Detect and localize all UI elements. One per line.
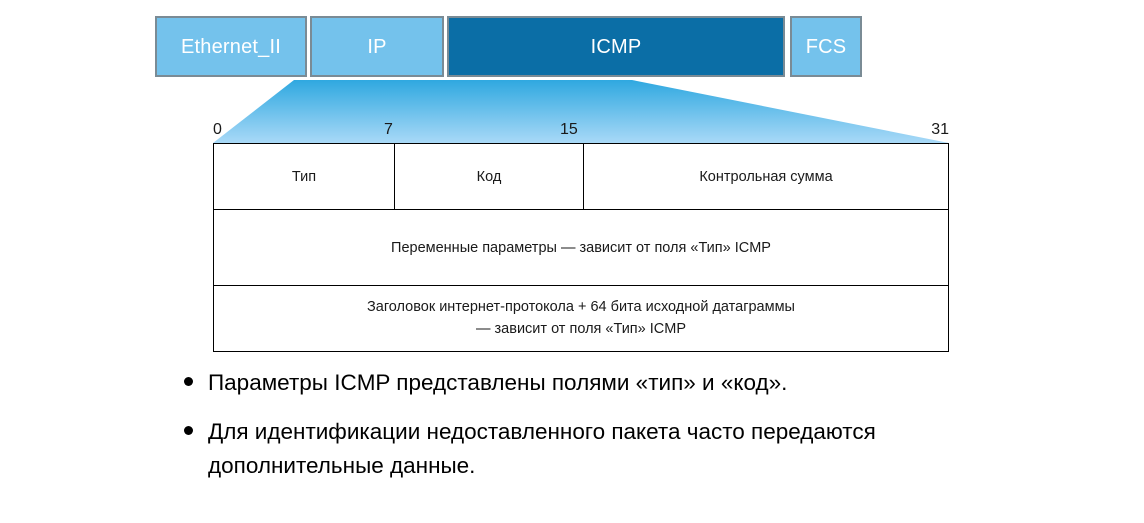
frame-cell-label: IP: [367, 35, 387, 58]
icmp-expansion-funnel: [213, 80, 949, 143]
bit-label-0: 0: [213, 121, 222, 138]
table-row: Переменные параметры — зависит от поля «…: [213, 209, 949, 286]
bit-label-31: 31: [931, 121, 949, 138]
table-row: Тип Код Контрольная сумма: [213, 143, 949, 210]
bit-label-7: 7: [384, 121, 393, 138]
header-field-checksum: Контрольная сумма: [583, 143, 949, 210]
protocol-frame-strip: Ethernet_II IP ICMP FCS: [153, 16, 865, 81]
bit-label-15: 15: [560, 121, 578, 138]
header-field-code: Код: [394, 143, 584, 210]
funnel-shape: [213, 80, 949, 143]
frame-cell-label: Ethernet_II: [180, 35, 282, 58]
list-item: Для идентификации недоставленного пакета…: [178, 415, 978, 482]
bit-offset-ruler: 0 7 15 31: [213, 118, 949, 142]
icmp-header-table: Тип Код Контрольная сумма Переменные пар…: [213, 143, 949, 352]
header-field-variable-parameters: Переменные параметры — зависит от поля «…: [213, 209, 949, 286]
table-row: Заголовок интернет-протокола + 64 бита и…: [213, 285, 949, 352]
bullet-dot-icon: [184, 426, 193, 436]
list-item-label: Для идентификации недоставленного пакета…: [208, 419, 876, 478]
frame-cell-icmp: ICMP: [447, 16, 785, 77]
frame-cell-label: FCS: [805, 35, 847, 58]
frame-cell-label: ICMP: [590, 35, 642, 58]
bullet-list: Параметры ICMP представлены полями «тип»…: [178, 366, 978, 498]
list-item: Параметры ICMP представлены полями «тип»…: [178, 366, 978, 399]
frame-cell-ip: IP: [310, 16, 444, 77]
original-datagram-line-2: — зависит от поля «Тип» ICMP: [476, 320, 686, 337]
original-datagram-line-1: Заголовок интернет-протокола + 64 бита и…: [367, 299, 795, 316]
frame-cell-ethernet-ii: Ethernet_II: [155, 16, 307, 77]
header-field-original-datagram: Заголовок интернет-протокола + 64 бита и…: [213, 285, 949, 352]
header-field-type: Тип: [213, 143, 395, 210]
bullet-dot-icon: [184, 377, 193, 386]
list-item-label: Параметры ICMP представлены полями «тип»…: [208, 370, 788, 395]
frame-cell-fcs: FCS: [790, 16, 862, 77]
